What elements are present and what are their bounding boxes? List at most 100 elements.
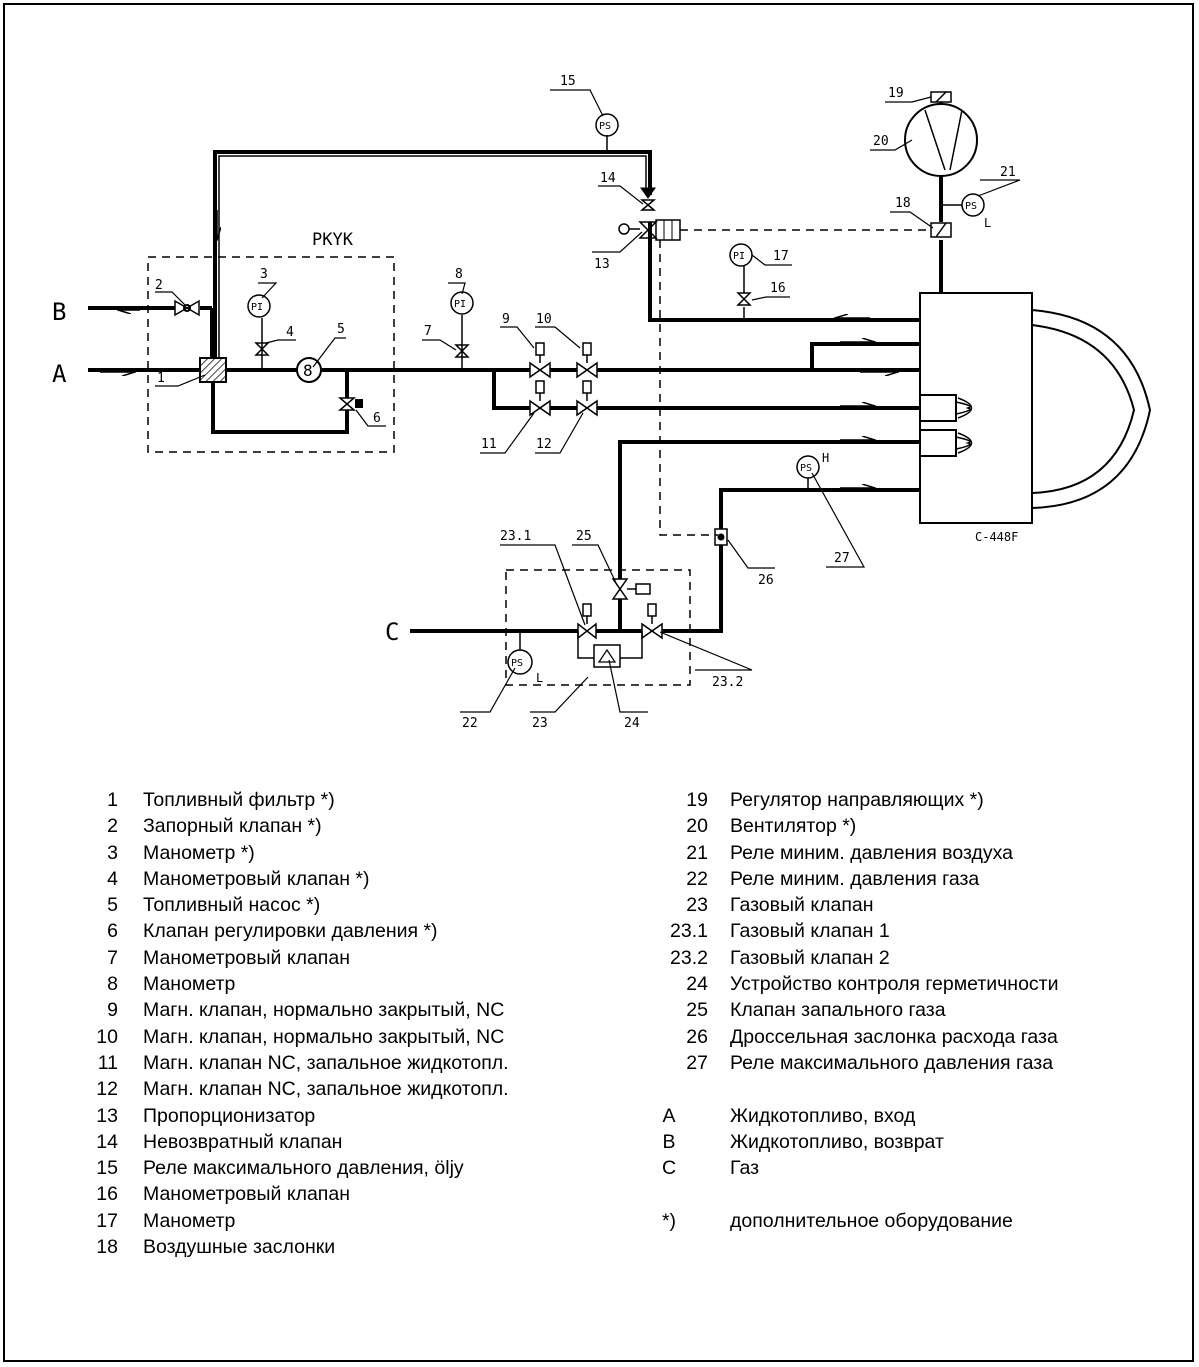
pilot-gas-line bbox=[618, 440, 920, 631]
gauge-8: PI bbox=[450, 291, 474, 370]
legend-text: Газ bbox=[730, 1157, 760, 1180]
pkyk-label: PKYK bbox=[312, 230, 354, 250]
check-valve-14 bbox=[639, 187, 657, 211]
callout-3: 3 bbox=[260, 267, 268, 282]
gauge-8-tag: PI bbox=[454, 299, 466, 310]
fan-20 bbox=[904, 102, 978, 293]
switch-27-tag: PS bbox=[800, 463, 812, 474]
legend-text: Магн. клапан NC, запальное жидкотопл. bbox=[143, 1078, 509, 1101]
legend-text: Топливный насос *) bbox=[143, 894, 321, 917]
callout-11: 11 bbox=[481, 437, 497, 452]
legend-num: 26 bbox=[686, 1025, 708, 1048]
callout-23: 23 bbox=[532, 716, 548, 731]
callout-12: 12 bbox=[536, 437, 552, 452]
gas-valve-23-2 bbox=[641, 603, 663, 640]
fuel-pump-5: 8 bbox=[296, 357, 322, 383]
gauge-17-tag: PI bbox=[733, 251, 745, 262]
callout-4: 4 bbox=[286, 325, 294, 340]
solenoid-valve-11 bbox=[529, 380, 551, 417]
inlet-line-a bbox=[88, 368, 200, 372]
legend-text: Манометровый клапан *) bbox=[143, 867, 370, 890]
legend-num: 14 bbox=[96, 1130, 118, 1153]
legend-num: 24 bbox=[686, 973, 708, 996]
legend-num: 21 bbox=[686, 841, 708, 864]
callout-25: 25 bbox=[576, 529, 592, 544]
pilot-oil-branch bbox=[492, 370, 920, 410]
legend-text: Жидкотопливо, возврат bbox=[730, 1130, 944, 1153]
solenoid-valve-12 bbox=[576, 380, 598, 417]
pressure-regulating-valve-6 bbox=[337, 397, 363, 411]
legend-text: Топливный фильтр *) bbox=[143, 789, 335, 811]
callout-13: 13 bbox=[594, 257, 610, 272]
gauge-3-tag: PI bbox=[251, 302, 263, 313]
legend-text: Реле максимального давления газа bbox=[730, 1051, 1054, 1074]
legend-text: Реле максимального давления, öljy bbox=[143, 1157, 464, 1180]
legend-text: Магн. клапан, нормально закрытый, NC bbox=[143, 999, 505, 1022]
burner-body: C-448F bbox=[919, 292, 1152, 544]
callout-23-2: 23.2 bbox=[712, 675, 743, 690]
callout-1: 1 bbox=[157, 371, 165, 386]
oil-upper-branch bbox=[810, 342, 920, 370]
legend-text: Магн. клапан, нормально закрытый, NC bbox=[143, 1025, 505, 1048]
inlet-b-label: B bbox=[52, 298, 66, 326]
legend-text: Невозвратный клапан bbox=[143, 1130, 343, 1153]
gas-valve-23-1 bbox=[577, 603, 597, 640]
gas-flow-damper-26 bbox=[714, 528, 728, 546]
legend-num: 11 bbox=[97, 1051, 118, 1074]
oil-return-line bbox=[648, 222, 920, 322]
solenoid-valve-9 bbox=[529, 342, 551, 379]
switch-15-tag: PS bbox=[599, 121, 611, 132]
legend-num: 4 bbox=[107, 867, 118, 890]
legend-text: Реле миним. давления газа bbox=[730, 867, 980, 890]
legend-num: *) bbox=[661, 1209, 677, 1232]
inlet-c-label: C bbox=[385, 618, 399, 646]
legend-num: 3 bbox=[107, 841, 118, 864]
legend-num: 15 bbox=[96, 1157, 118, 1180]
callout-20: 20 bbox=[873, 134, 889, 149]
legend-num: 2 bbox=[107, 815, 118, 838]
legend-num: 1 bbox=[107, 789, 118, 811]
air-pressure-switch-21: PS L bbox=[941, 193, 991, 230]
legend-text: Газовый клапан bbox=[730, 894, 874, 917]
legend-num: 12 bbox=[96, 1078, 118, 1101]
return-line-b bbox=[88, 306, 214, 358]
inlet-a-label: A bbox=[52, 360, 67, 388]
gas-inlet-line bbox=[410, 488, 920, 633]
legend-num: 23.1 bbox=[670, 920, 708, 943]
legend-num: 6 bbox=[107, 920, 118, 943]
legend-num: 16 bbox=[96, 1183, 118, 1206]
callout-16: 16 bbox=[770, 281, 786, 296]
svg-text:8: 8 bbox=[303, 361, 313, 380]
gauge-3: PI bbox=[247, 294, 271, 370]
legend-num: 23 bbox=[686, 894, 708, 917]
pilot-gas-valve-25 bbox=[611, 578, 651, 600]
callout-15: 15 bbox=[560, 74, 576, 89]
legend-num: A bbox=[662, 1104, 676, 1127]
legend-num: 18 bbox=[96, 1236, 118, 1259]
callout-18: 18 bbox=[895, 196, 911, 211]
callout-6: 6 bbox=[373, 411, 381, 426]
return-line-top bbox=[213, 150, 652, 358]
callout-26: 26 bbox=[758, 573, 774, 588]
legend-num: 7 bbox=[107, 946, 118, 969]
callout-numbers: 1 2 3 4 5 6 7 8 9 10 11 12 13 14 15 16 1… bbox=[155, 74, 1016, 731]
gauge-17: PI bbox=[729, 243, 753, 306]
legend-text: Манометровый клапан bbox=[143, 1183, 350, 1206]
legend-num: B bbox=[662, 1130, 676, 1153]
solenoid-valve-10 bbox=[576, 342, 598, 379]
legend-text: Устройство контроля герметичности bbox=[730, 973, 1059, 996]
legend-text: Реле миним. давления воздуха bbox=[730, 841, 1013, 864]
switch-21-tag: PS bbox=[965, 201, 977, 212]
piping-diagram: PKYK B A C 8 bbox=[52, 74, 1152, 731]
burner-label: C-448F bbox=[975, 530, 1018, 544]
legend-num: 27 bbox=[686, 1051, 708, 1074]
legend-num: 10 bbox=[96, 1025, 118, 1048]
legend-text: Газовый клапан 1 bbox=[730, 920, 890, 943]
callout-23-1: 23.1 bbox=[500, 529, 531, 544]
callout-7: 7 bbox=[424, 324, 432, 339]
switch-21-mark: L bbox=[984, 216, 991, 230]
legend-num: 8 bbox=[107, 973, 118, 996]
callout-19: 19 bbox=[888, 86, 904, 101]
page-frame bbox=[3, 3, 1194, 1362]
switch-22-mark: L bbox=[536, 671, 543, 685]
